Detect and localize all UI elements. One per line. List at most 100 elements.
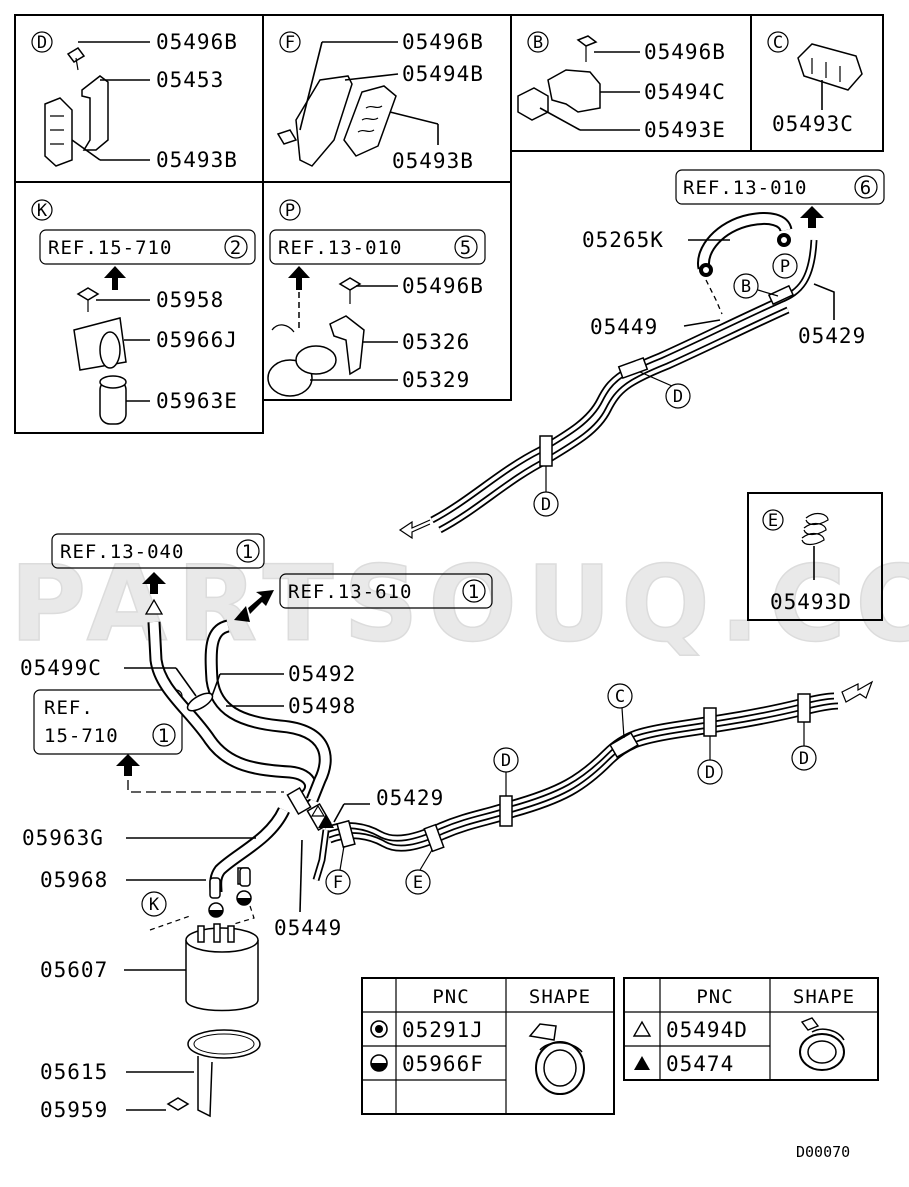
svg-text:K: K — [149, 895, 160, 915]
ref-13-040-1[interactable]: REF.13-040 1 — [51, 533, 265, 569]
callout-d[interactable]: D — [697, 736, 723, 785]
ref-15-710-1[interactable]: REF. 15-710 1 — [33, 689, 183, 755]
detail-box-c — [750, 14, 884, 152]
part-label[interactable]: 05968 — [40, 868, 108, 892]
part-label[interactable]: 05496B — [402, 30, 484, 54]
svg-text:6: 6 — [860, 177, 872, 199]
svg-text:F: F — [333, 873, 343, 893]
part-label[interactable]: 05607 — [40, 958, 108, 982]
svg-text:F: F — [285, 33, 295, 53]
callout-k[interactable]: K — [141, 891, 167, 917]
part-label[interactable]: 05429 — [798, 324, 866, 348]
box-b-parts-drawing — [517, 35, 601, 121]
hose-clamp-shape-icon — [528, 1023, 585, 1095]
svg-text:REF.: REF. — [44, 697, 94, 719]
part-label[interactable]: 05963E — [156, 389, 238, 413]
part-label[interactable]: 05494B — [402, 62, 484, 86]
box-c-letter: C — [767, 31, 789, 53]
box-d-letter: D — [31, 31, 53, 53]
part-label[interactable]: 05493B — [156, 148, 238, 172]
diagram-code: D00070 — [796, 1143, 850, 1161]
part-label[interactable]: 05615 — [40, 1060, 108, 1084]
callout-d[interactable]: D — [791, 722, 817, 771]
svg-text:D: D — [799, 749, 809, 769]
legend-pnc[interactable]: 05291J — [402, 1018, 484, 1042]
part-label[interactable]: 05958 — [156, 288, 224, 312]
canister-drawing — [149, 867, 261, 1118]
box-p-letter: P — [279, 199, 301, 221]
legend-header-pnc: PNC — [432, 986, 469, 1008]
legend-header-shape: SHAPE — [793, 986, 855, 1008]
ref-15-710-2[interactable]: REF.15-710 2 — [39, 229, 256, 265]
svg-text:15-710: 15-710 — [44, 725, 119, 747]
part-label[interactable]: 05265K — [582, 228, 664, 252]
part-label[interactable]: 05499C — [20, 656, 102, 680]
svg-text:REF.13-040: REF.13-040 — [60, 541, 184, 563]
svg-text:D: D — [541, 495, 551, 515]
svg-text:P: P — [780, 257, 790, 277]
svg-text:E: E — [413, 873, 423, 893]
callout-c[interactable]: C — [607, 683, 633, 739]
callout-f[interactable]: F — [325, 845, 351, 895]
callout-e[interactable]: E — [405, 849, 433, 895]
part-label[interactable]: 05429 — [376, 786, 444, 810]
up-arrow-icon — [142, 572, 166, 594]
part-label[interactable]: 05963G — [22, 826, 104, 850]
svg-text:REF.13-610: REF.13-610 — [288, 581, 412, 603]
lower-pipe-drawing — [310, 680, 874, 882]
box-p-parts-drawing — [267, 277, 365, 397]
part-label[interactable]: 05966J — [156, 328, 238, 352]
svg-text:B: B — [741, 277, 751, 297]
callout-d[interactable]: D — [533, 466, 559, 517]
callout-d[interactable]: D — [639, 371, 691, 409]
box-k-letter: K — [31, 199, 53, 221]
svg-text:2: 2 — [230, 237, 242, 259]
open-triangle-icon — [144, 598, 164, 615]
detail-box-e — [747, 492, 883, 621]
upper-pipe-drawing — [398, 211, 818, 540]
box-b-letter: B — [527, 31, 549, 53]
part-label[interactable]: 05453 — [156, 68, 224, 92]
callout-b[interactable]: B — [733, 273, 779, 299]
part-label[interactable]: 05496B — [156, 30, 238, 54]
box-d-parts-drawing — [44, 47, 109, 167]
ref-13-610-1[interactable]: REF.13-610 1 — [279, 573, 493, 609]
legend-pnc[interactable]: 05474 — [666, 1052, 734, 1076]
up-arrow-icon — [288, 266, 310, 290]
part-label[interactable]: 05493B — [392, 149, 474, 173]
part-label[interactable]: 05496B — [402, 274, 484, 298]
callout-d[interactable]: D — [493, 747, 519, 796]
svg-text:5: 5 — [460, 237, 472, 259]
part-label[interactable]: 05959 — [40, 1098, 108, 1122]
part-label[interactable]: 05326 — [402, 330, 470, 354]
filled-triangle-icon — [234, 606, 250, 622]
part-label[interactable]: 05449 — [590, 315, 658, 339]
part-label[interactable]: 05498 — [288, 694, 356, 718]
legend-pnc[interactable]: 05494D — [666, 1018, 748, 1042]
part-label[interactable]: 05329 — [402, 368, 470, 392]
ref-13-010-5[interactable]: REF.13-010 5 — [269, 229, 486, 265]
svg-text:C: C — [615, 687, 625, 707]
ref-13-010-6[interactable]: REF.13-010 6 — [675, 169, 885, 205]
arrow-icon — [248, 590, 274, 614]
up-arrow-icon — [104, 266, 126, 290]
part-label[interactable]: 05493E — [644, 118, 726, 142]
svg-text:REF.13-010: REF.13-010 — [278, 237, 402, 259]
legend-header-shape: SHAPE — [529, 986, 591, 1008]
part-label[interactable]: 05494C — [644, 80, 726, 104]
part-label[interactable]: 05492 — [288, 662, 356, 686]
svg-text:P: P — [285, 201, 295, 221]
box-f-parts-drawing — [276, 75, 397, 167]
callout-p[interactable]: P — [772, 253, 798, 279]
detail-box-p — [262, 181, 512, 401]
spring-clamp-shape-icon — [799, 1017, 845, 1071]
up-arrow-icon — [116, 754, 140, 776]
legend-pnc[interactable]: 05966F — [402, 1052, 484, 1076]
part-label[interactable]: 05449 — [274, 916, 342, 940]
part-label[interactable]: 05493D — [770, 590, 852, 614]
legend-table-left: PNC SHAPE 05291J 05966F — [361, 977, 615, 1115]
svg-text:REF.13-010: REF.13-010 — [683, 177, 807, 199]
ring-dot-icon — [370, 1020, 388, 1038]
part-label[interactable]: 05493C — [772, 112, 854, 136]
part-label[interactable]: 05496B — [644, 40, 726, 64]
